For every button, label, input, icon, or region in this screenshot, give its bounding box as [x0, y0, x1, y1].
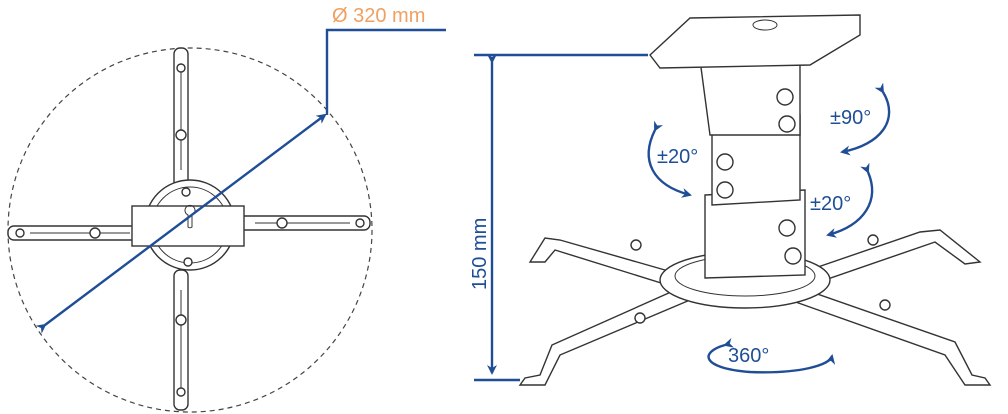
tilt-20-arrow-right — [826, 162, 874, 238]
rotation-360-label: 360° — [728, 345, 769, 367]
tilt-90-arrow — [840, 82, 891, 156]
tilt-20-arrow-left — [647, 120, 692, 198]
diameter-arrow — [35, 113, 327, 334]
tilt-90-label: ±90° — [830, 107, 871, 129]
leg-front-left — [518, 287, 692, 386]
leg-front-right — [788, 287, 992, 386]
diameter-label: Ø 320 mm — [332, 5, 425, 27]
tilt-20-label-right: ±20° — [810, 193, 851, 215]
diameter-leader-line — [325, 28, 446, 115]
rotation-360-arrow — [707, 338, 836, 374]
top-view: Ø 320 mm — [7, 5, 446, 413]
side-view: 150 mm ±90° ±20° ±20° 360° — [469, 14, 992, 386]
height-label: 150 mm — [469, 218, 491, 290]
ceiling-plate — [649, 14, 861, 69]
tilt-20-label-left: ±20° — [657, 146, 698, 168]
